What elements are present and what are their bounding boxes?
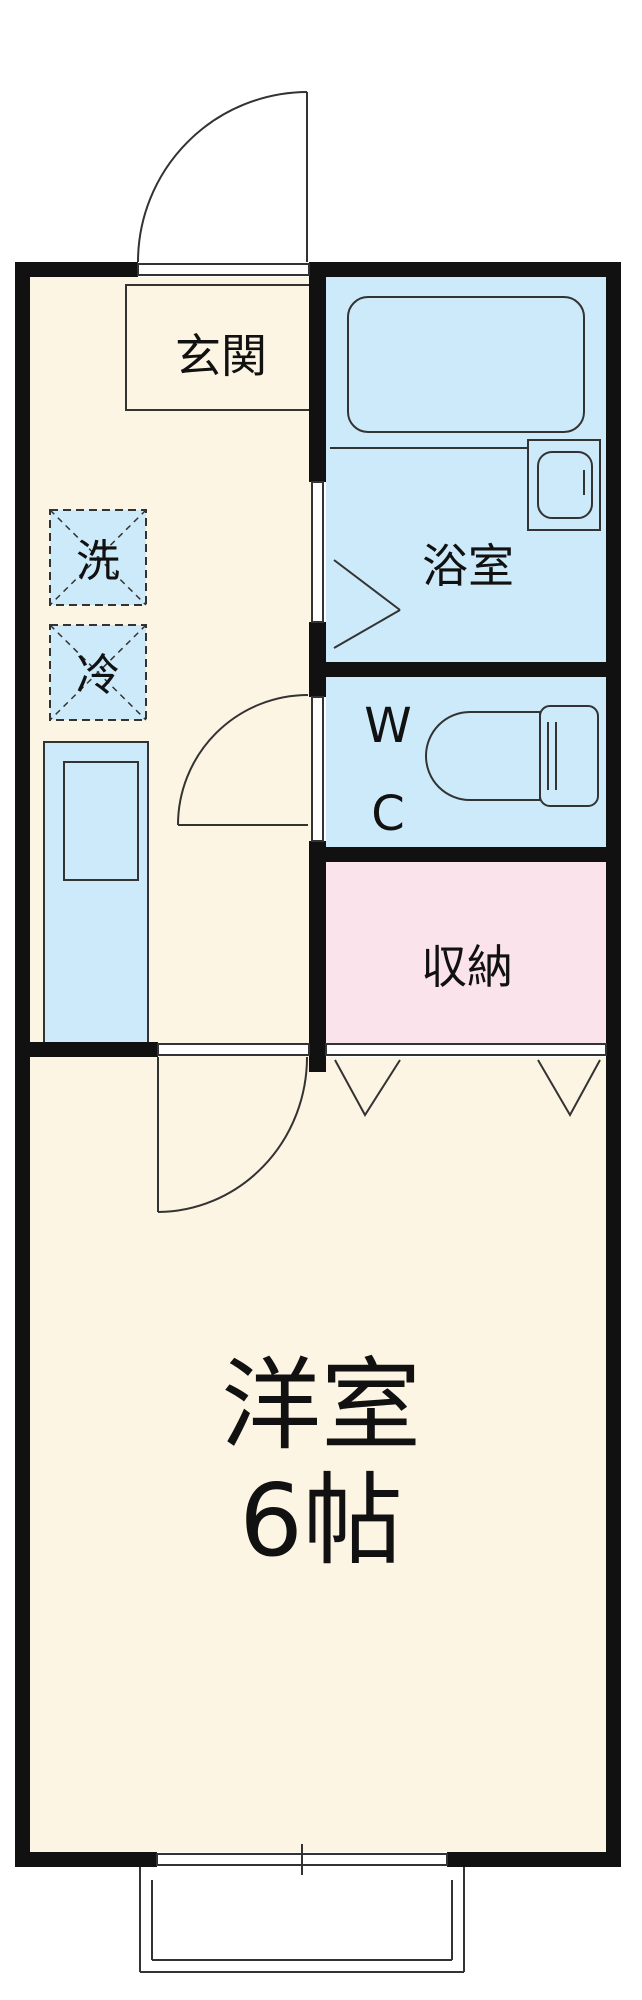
entrance-door — [137, 91, 308, 263]
toilet — [425, 705, 599, 807]
bath-door — [333, 559, 401, 649]
kitchen-sink — [63, 761, 139, 881]
bathtub — [347, 296, 585, 433]
fridge-label: 冷 — [76, 650, 120, 701]
room-door — [157, 1056, 308, 1213]
closet-floor — [326, 862, 606, 1052]
bathroom-label: 浴室 — [422, 539, 514, 593]
balcony — [139, 1867, 465, 1973]
washer-label: 洗 — [76, 536, 120, 587]
fridge-space — [49, 624, 147, 721]
western-room-floor — [30, 1057, 606, 1852]
hall-door — [177, 694, 309, 826]
walls — [15, 262, 621, 1867]
western-room-label: 洋室 — [221, 1347, 421, 1464]
wc-w-label: W — [364, 698, 411, 754]
closet-doors — [334, 1059, 601, 1118]
wc-c-label: C — [371, 786, 405, 842]
closet-label: 収納 — [421, 940, 513, 994]
washbasin — [527, 439, 601, 531]
entrance-label: 玄関 — [175, 329, 267, 383]
washer-space — [49, 509, 147, 606]
entrance-step — [125, 284, 317, 411]
western-room-size: 6帖 — [239, 1462, 403, 1579]
